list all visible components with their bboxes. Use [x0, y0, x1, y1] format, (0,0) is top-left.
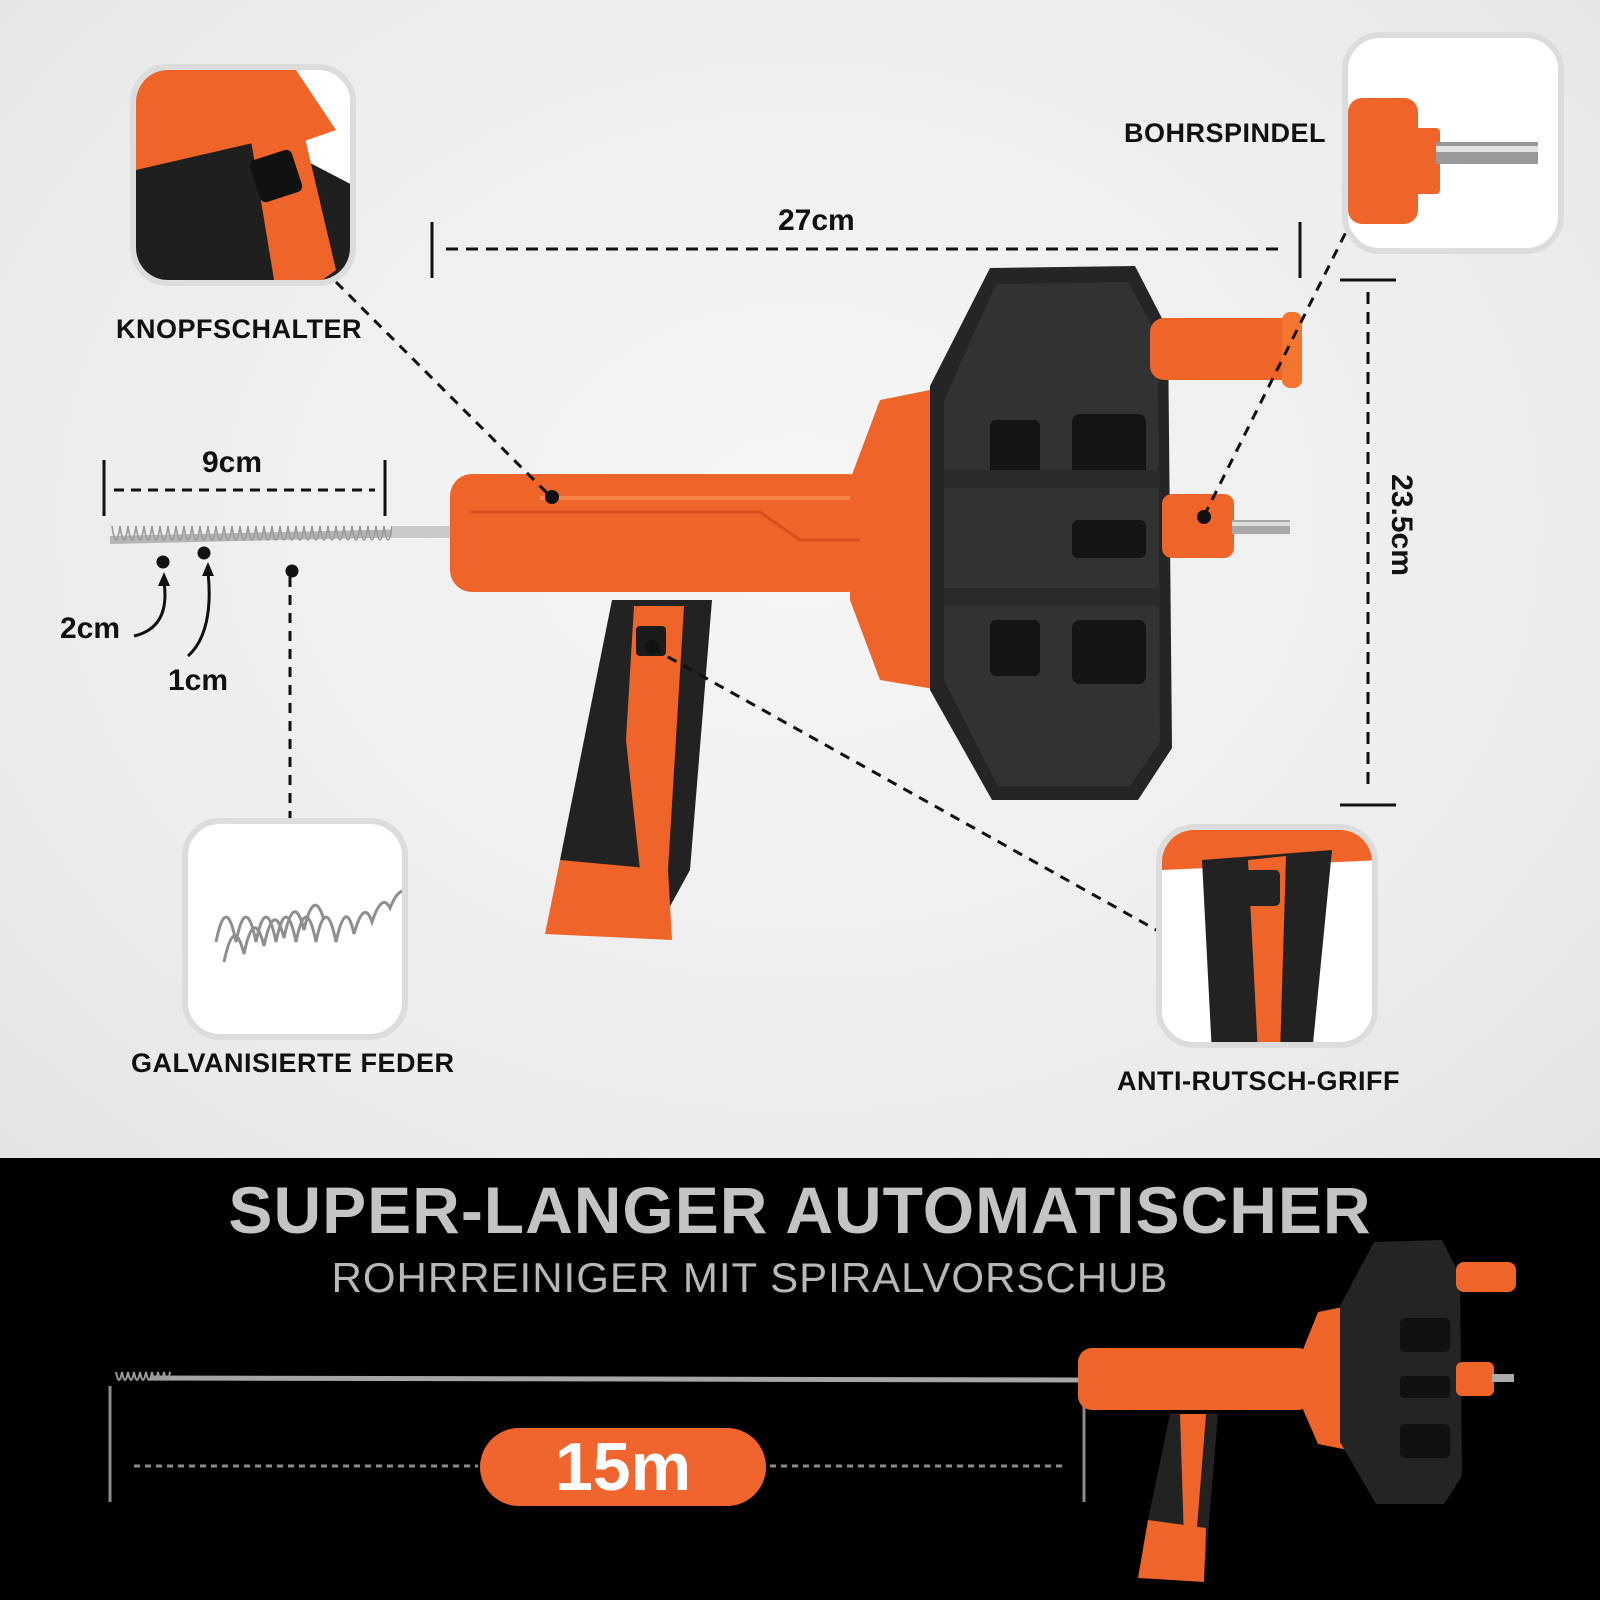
coil-outer-text: 2cm — [60, 612, 121, 645]
knopfschalter-label: KNOPFSCHALTER — [116, 314, 362, 344]
bohrspindel-detail-card — [1342, 32, 1564, 254]
spring-auger — [109, 525, 456, 544]
callout-leaders — [334, 231, 1348, 934]
knopfschalter-detail-card — [130, 64, 356, 286]
product-illustration — [102, 222, 1396, 940]
button-switch-image — [136, 70, 350, 280]
width-dimension-text: 27cm — [778, 204, 855, 237]
gun-body — [450, 474, 870, 940]
height-dimension-line — [1340, 278, 1396, 807]
width-dimension-line — [430, 222, 1302, 278]
bohrspindel-label: BOHRSPINDEL — [1124, 118, 1327, 148]
galvanisierte-feder-label: GALVANISIERTE FEDER — [131, 1048, 455, 1078]
drill-spindle-image — [1348, 98, 1538, 224]
anti-rutsch-griff-label: ANTI-RUTSCH-GRIFF — [1117, 1066, 1400, 1096]
cable-drum — [850, 266, 1302, 800]
spring-dimension-line — [102, 460, 387, 516]
cable-length-badge: 15m — [480, 1428, 766, 1506]
coil-inner-text: 1cm — [168, 664, 229, 697]
height-dimension-text: 23.5cm — [1384, 474, 1418, 576]
anti-slip-grip-image — [1162, 830, 1372, 1042]
spring-length-text: 9cm — [202, 446, 263, 479]
coil-callouts — [133, 546, 299, 818]
banner-headline: SUPER-LANGER AUTOMATISCHER — [228, 1173, 1372, 1247]
galvanized-spring-image — [214, 889, 402, 963]
feder-detail-card — [182, 818, 408, 1040]
banner-subline: ROHRREINIGER MIT SPIRALVORSCHUB — [331, 1254, 1169, 1301]
griff-detail-card — [1156, 824, 1378, 1048]
